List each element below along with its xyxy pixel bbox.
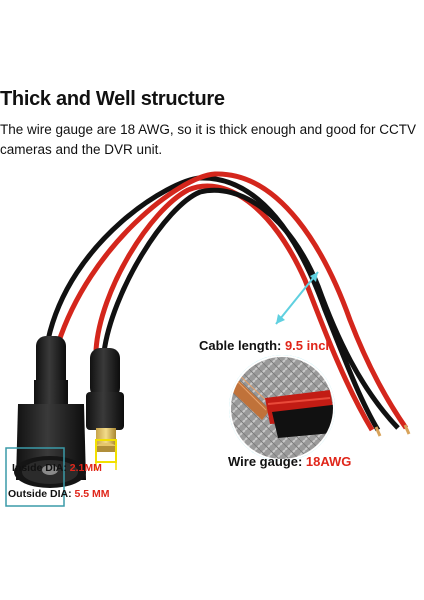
- wire-gauge-value: 18AWG: [305, 454, 352, 469]
- cable-length-value: 9.5 inch: [284, 338, 334, 353]
- male-dc-plug: [86, 348, 124, 452]
- inside-dia-box: [95, 439, 117, 463]
- wire-closeup: [229, 355, 335, 461]
- outside-dia-value: 5.5 MM: [74, 488, 110, 500]
- description-text: The wire gauge are 18 AWG, so it is thic…: [0, 122, 416, 157]
- cable-length-label: Cable length: 9.5 inch: [199, 338, 334, 353]
- cable-length-callout: [275, 271, 319, 325]
- wire-pair: [45, 171, 409, 432]
- wire-gauge-label: Wire gauge: 18AWG: [228, 454, 352, 469]
- page-title: Thick and Well structure: [0, 88, 225, 110]
- inside-dia-label: Inside DIA: 2.1MM: [12, 462, 102, 474]
- outside-dia-label: Outside DIA: 5.5 MM: [8, 488, 110, 500]
- inside-dia-value: 2.1MM: [69, 462, 102, 474]
- outside-dia-box: [5, 447, 65, 507]
- female-dc-jack: [14, 336, 86, 488]
